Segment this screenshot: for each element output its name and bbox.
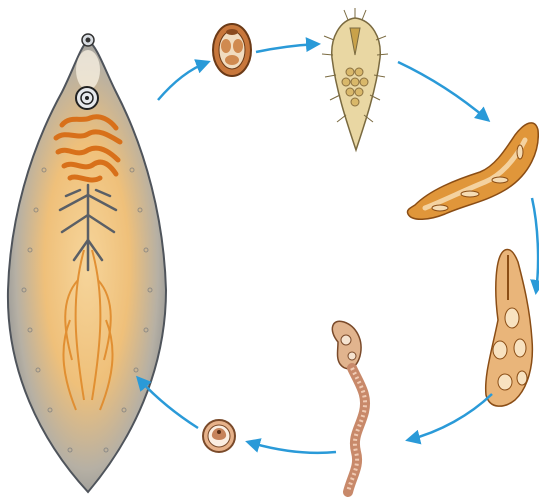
- egg: [213, 24, 251, 76]
- arrow-cercaria-to-metacercaria: [248, 442, 336, 453]
- arrow-sporocyst-to-redia: [532, 198, 538, 292]
- adult-fluke: [8, 34, 166, 492]
- arrow-adult-to-egg: [158, 62, 208, 100]
- arrow-redia-to-cercaria: [408, 394, 492, 440]
- ventral-sucker: [76, 87, 98, 109]
- redia: [486, 250, 533, 407]
- metacercaria: [203, 420, 235, 452]
- miracidium: [322, 8, 388, 150]
- oral-sucker: [82, 34, 94, 46]
- sporocyst: [407, 123, 538, 219]
- arrow-miracidium-to-sporocyst: [398, 62, 488, 120]
- arrow-egg-to-miracidium: [256, 44, 318, 52]
- cycle-arrows: [138, 44, 538, 453]
- cercaria: [332, 321, 365, 492]
